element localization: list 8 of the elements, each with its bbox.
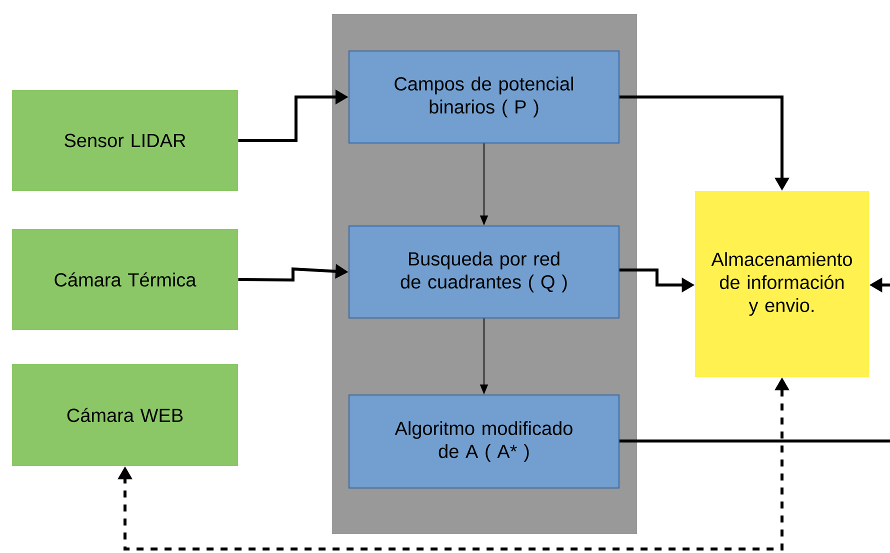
storage-box: Almacenamiento de información y envio. <box>695 191 869 377</box>
process-box: Campos de potencial binarios ( P ) <box>348 50 620 144</box>
sensor-box: Sensor LIDAR <box>12 90 238 191</box>
sensor-box: Cámara WEB <box>12 364 238 466</box>
process-box: Algoritmo modificado de A ( A* ) <box>348 394 620 488</box>
process-box: Busqueda por red de cuadrantes ( Q ) <box>348 226 620 318</box>
sensor-box: Cámara Térmica <box>12 229 238 330</box>
line <box>620 440 890 442</box>
